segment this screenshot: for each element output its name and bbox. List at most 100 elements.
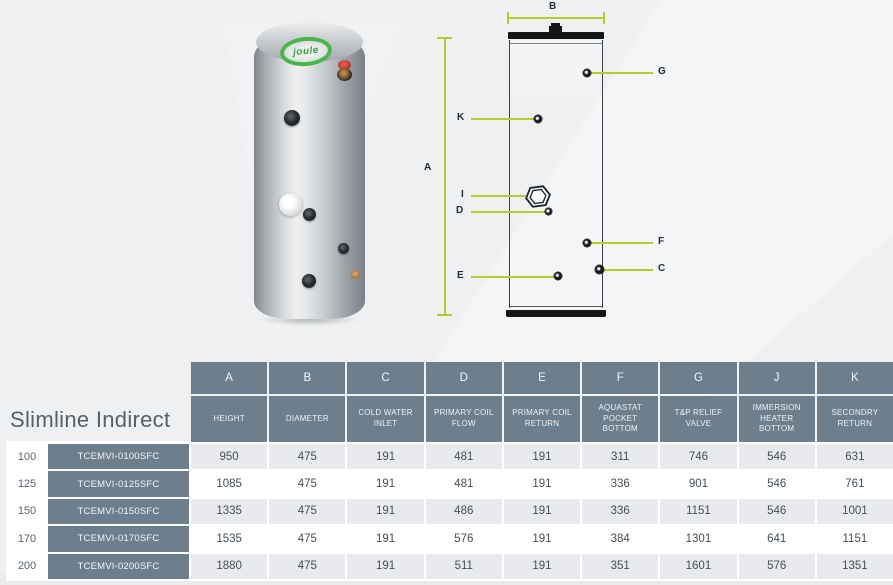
model-code-cell: TCEMVI-0150SFC	[48, 498, 189, 525]
tp-valve-body-icon	[337, 68, 352, 81]
value-cell: 191	[347, 471, 424, 497]
column-name-g: T&P RELIEF VALVE	[660, 396, 737, 442]
value-cell: 191	[347, 444, 424, 470]
port-label-c: C	[658, 263, 666, 274]
value-cell: 191	[347, 553, 424, 579]
value-cell: 576	[738, 553, 815, 579]
value-cell: 511	[425, 553, 502, 579]
value-cell: 901	[660, 471, 737, 497]
value-cell: 336	[582, 498, 659, 525]
cylinder-diagram-nub	[551, 23, 560, 27]
column-letter-k: K	[816, 362, 893, 394]
cylinder-diagram-nub	[549, 26, 562, 33]
column-name-d: PRIMARY COIL FLOW	[425, 396, 502, 442]
value-cell: 191	[503, 471, 581, 497]
port-fitting-icon	[302, 274, 316, 288]
model-code-cell: TCEMVI-0125SFC	[48, 471, 189, 497]
dimension-b-tick	[507, 12, 509, 24]
value-cell: 1001	[816, 498, 893, 525]
cylinder-diagram-base	[506, 310, 606, 317]
port-dot-f	[583, 239, 591, 247]
column-name-e: PRIMARY COIL RETURN	[503, 396, 581, 442]
value-cell: 191	[347, 498, 424, 525]
value-cell: 1301	[660, 526, 737, 552]
dimension-b-line	[508, 17, 605, 19]
cylinder-diagram-seam	[510, 43, 602, 44]
port-label-d: D	[456, 205, 464, 216]
value-cell: 311	[582, 444, 659, 470]
column-name-a: HEIGHT	[191, 396, 268, 442]
port-dot-g	[583, 69, 591, 77]
port-fitting-icon	[303, 208, 316, 221]
port-fitting-icon	[284, 110, 300, 126]
leader-line-d	[471, 211, 545, 213]
cylinder-diagram-outline	[509, 40, 603, 308]
port-label-i: I	[461, 189, 464, 200]
column-name-j: IMMERSION HEATER BOTTOM	[738, 396, 815, 442]
column-letter-c: C	[347, 362, 424, 394]
value-cell: 351	[582, 553, 659, 579]
value-cell: 546	[738, 471, 815, 497]
column-letter-j: J	[738, 362, 815, 394]
value-cell: 191	[503, 444, 581, 470]
value-cell: 191	[347, 526, 424, 552]
capacity-cell: 150	[8, 498, 46, 525]
value-cell: 475	[269, 498, 346, 525]
leader-line-f	[591, 242, 653, 244]
dimension-a-tick	[437, 37, 452, 39]
value-cell: 475	[269, 444, 346, 470]
joule-logo-text: joule	[292, 44, 319, 59]
dimension-label-b: B	[549, 1, 557, 12]
value-cell: 475	[269, 526, 346, 552]
model-code-cell: TCEMVI-0200SFC	[48, 553, 189, 579]
port-dot-e	[554, 272, 562, 280]
value-cell: 481	[425, 471, 502, 497]
column-name-k: SECONDRY RETURN	[816, 396, 893, 442]
value-cell: 641	[738, 526, 815, 552]
value-cell: 191	[503, 498, 581, 525]
value-cell: 336	[582, 471, 659, 497]
immersion-boss-icon	[279, 193, 302, 216]
value-cell: 546	[738, 444, 815, 470]
leader-line-c	[604, 269, 653, 271]
column-letter-g: G	[660, 362, 737, 394]
column-letter-a: A	[191, 362, 268, 394]
model-code-cell: TCEMVI-0170SFC	[48, 526, 189, 552]
value-cell: 746	[660, 444, 737, 470]
dimension-label-a: A	[424, 162, 432, 173]
column-name-f: AQUASTAT POCKET BOTTOM	[582, 396, 659, 442]
value-cell: 475	[269, 553, 346, 579]
leader-line-e	[471, 276, 554, 278]
value-cell: 384	[582, 526, 659, 552]
port-label-g: G	[658, 66, 666, 77]
dimension-a-line	[444, 38, 446, 316]
cylinder-diagram-top	[508, 32, 604, 39]
port-fitting-icon	[338, 243, 349, 254]
value-cell: 1085	[191, 471, 268, 497]
capacity-cell: 200	[8, 553, 46, 579]
dimension-a-tick	[437, 314, 452, 316]
value-cell: 576	[425, 526, 502, 552]
page-title: Slimline Indirect	[10, 407, 171, 432]
capacity-cell: 125	[8, 471, 46, 497]
value-cell: 475	[269, 471, 346, 497]
column-letter-f: F	[582, 362, 659, 394]
port-label-k: K	[457, 112, 465, 123]
column-name-c: COLD WATER INLET	[347, 396, 424, 442]
capacity-cell: 100	[8, 444, 46, 470]
value-cell: 191	[503, 526, 581, 552]
value-cell: 1880	[191, 553, 268, 579]
value-cell: 1535	[191, 526, 268, 552]
port-dot-d	[545, 208, 552, 215]
tp-valve-icon	[338, 60, 351, 70]
port-label-e: E	[457, 270, 464, 281]
value-cell: 486	[425, 498, 502, 525]
model-code-cell: TCEMVI-0100SFC	[48, 444, 189, 470]
column-letter-d: D	[425, 362, 502, 394]
column-letter-b: B	[269, 362, 346, 394]
port-dot-c	[595, 265, 604, 274]
dimension-b-tick	[603, 12, 605, 24]
capacity-cell: 170	[8, 526, 46, 552]
value-cell: 1335	[191, 498, 268, 525]
